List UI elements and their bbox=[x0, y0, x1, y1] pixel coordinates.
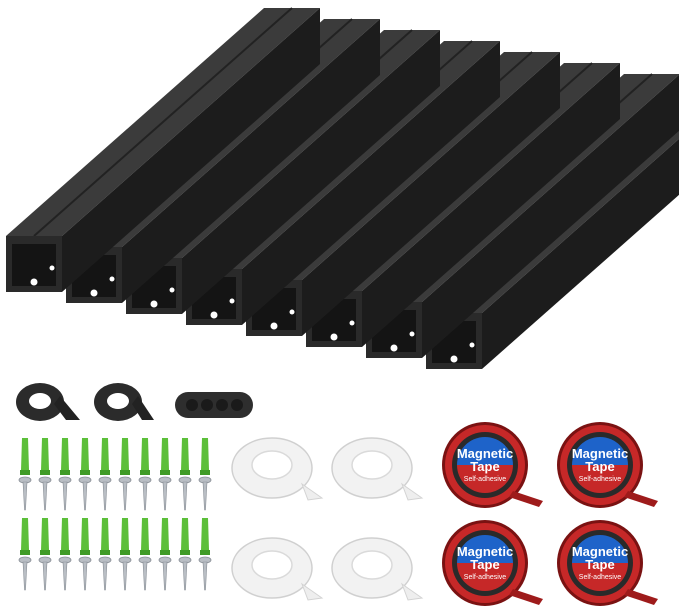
magnetic-tape-roll-icon bbox=[442, 422, 543, 508]
anchors-and-screws bbox=[18, 438, 212, 591]
wall-anchor-icon bbox=[20, 518, 30, 555]
wall-anchor-icon bbox=[140, 438, 150, 475]
wall-anchor-icon bbox=[100, 518, 110, 555]
white-adhesive-tape-roll-icon bbox=[231, 537, 324, 601]
white-adhesive-tape-roll-icon bbox=[231, 437, 324, 501]
magnetic-tape-rolls bbox=[442, 422, 658, 606]
white-adhesive-tape-roll-icon bbox=[331, 437, 424, 501]
screw-icon bbox=[158, 476, 172, 511]
cable-clip-icon bbox=[175, 392, 253, 418]
velcro-tie-roll-icon bbox=[16, 383, 80, 421]
wall-anchor-icon bbox=[160, 518, 170, 555]
accessory-kit bbox=[16, 383, 658, 606]
wall-anchor-icon bbox=[80, 518, 90, 555]
wall-anchor-icon bbox=[180, 438, 190, 475]
raceway-channel bbox=[6, 7, 320, 292]
wall-anchor-icon bbox=[140, 518, 150, 555]
wall-anchor-icon bbox=[200, 518, 210, 555]
screw-icon bbox=[78, 556, 92, 591]
wall-anchor-icon bbox=[40, 518, 50, 555]
wall-anchor-icon bbox=[160, 438, 170, 475]
white-adhesive-tape-roll-icon bbox=[331, 537, 424, 601]
wall-anchor-icon bbox=[120, 438, 130, 475]
screw-icon bbox=[58, 476, 72, 511]
screw-icon bbox=[198, 476, 212, 511]
screw-icon bbox=[118, 476, 132, 511]
screw-icon bbox=[158, 556, 172, 591]
wall-anchor-icon bbox=[60, 518, 70, 555]
screw-icon bbox=[138, 556, 152, 591]
screw-icon bbox=[118, 556, 132, 591]
magnetic-tape-roll-icon bbox=[442, 520, 543, 606]
wall-anchor-icon bbox=[100, 438, 110, 475]
cable-raceway-set bbox=[6, 7, 679, 369]
screw-icon bbox=[78, 476, 92, 511]
magnetic-tape-roll-icon bbox=[557, 422, 658, 508]
wall-anchor-icon bbox=[180, 518, 190, 555]
screw-icon bbox=[198, 556, 212, 591]
screw-icon bbox=[38, 556, 52, 591]
wall-anchor-icon bbox=[40, 438, 50, 475]
magnetic-tape-roll-icon bbox=[557, 520, 658, 606]
screw-icon bbox=[98, 476, 112, 511]
velcro-tie-roll-icon bbox=[94, 383, 154, 421]
screw-icon bbox=[178, 556, 192, 591]
screw-icon bbox=[178, 476, 192, 511]
screw-icon bbox=[58, 556, 72, 591]
wall-anchor-icon bbox=[20, 438, 30, 475]
wall-anchor-icon bbox=[60, 438, 70, 475]
wall-anchor-icon bbox=[80, 438, 90, 475]
screw-icon bbox=[18, 556, 32, 591]
wall-anchor-icon bbox=[120, 518, 130, 555]
screw-icon bbox=[138, 476, 152, 511]
screw-icon bbox=[18, 476, 32, 511]
wall-anchor-icon bbox=[200, 438, 210, 475]
white-tape-rolls bbox=[231, 437, 424, 601]
screw-icon bbox=[98, 556, 112, 591]
screw-icon bbox=[38, 476, 52, 511]
